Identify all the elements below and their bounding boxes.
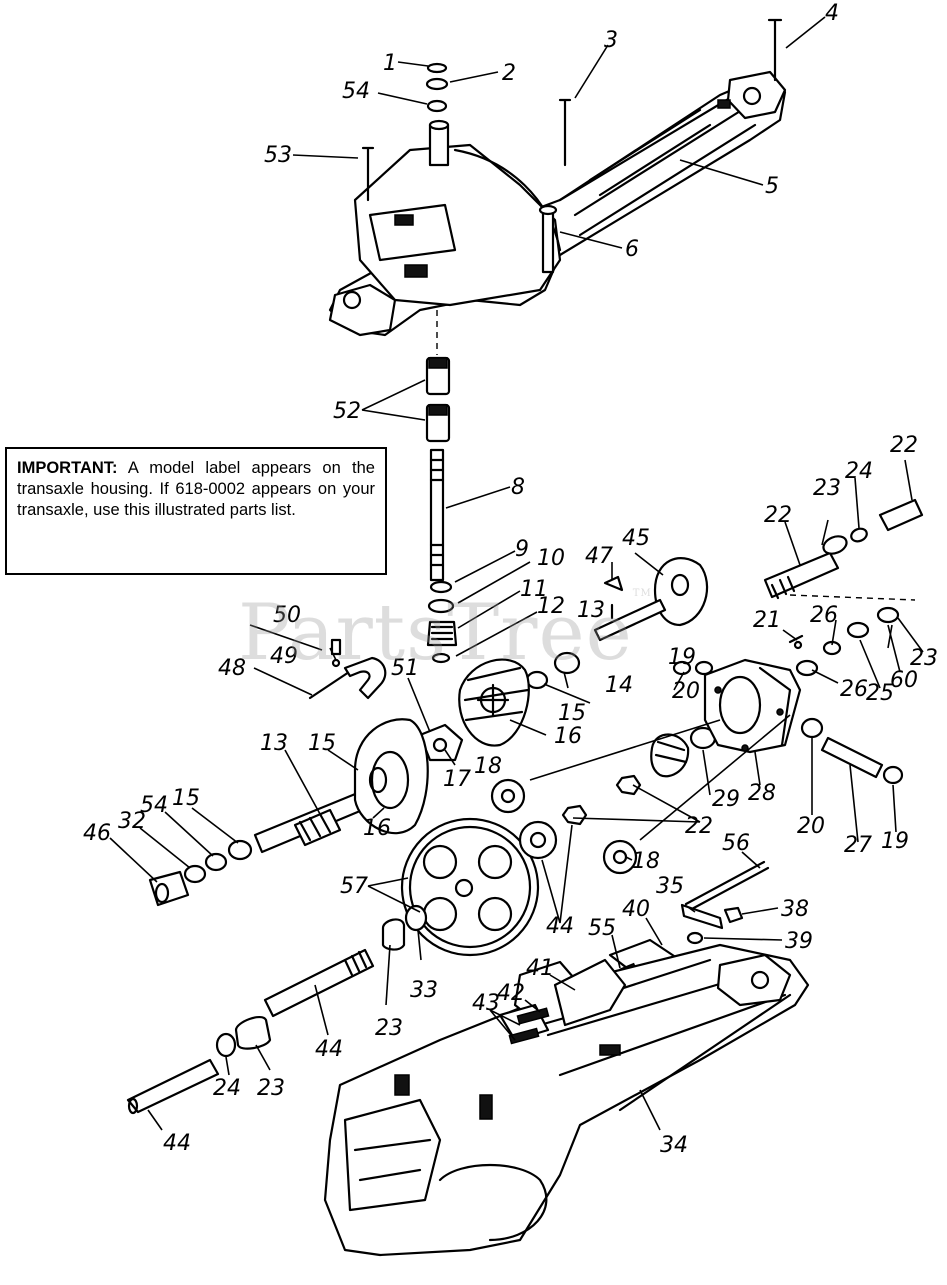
callout: 5 xyxy=(765,174,779,199)
callout: 52 xyxy=(333,399,361,424)
important-notice-box: IMPORTANT: A model label appears on the … xyxy=(5,447,387,575)
small-gears xyxy=(490,726,717,875)
callout: 21 xyxy=(753,608,781,633)
callout-numbers: 1 2 54 3 4 53 5 6 52 8 9 10 11 12 47 45 … xyxy=(83,1,938,1158)
notice-body: A model label appears on the transaxle h… xyxy=(17,459,375,519)
callout: 44 xyxy=(315,1037,343,1062)
left-output-shaft xyxy=(148,718,429,907)
callout: 2 xyxy=(502,61,516,86)
notice-lead: IMPORTANT: xyxy=(17,459,118,477)
shift-fork-group xyxy=(308,638,464,762)
callout: 39 xyxy=(785,929,813,954)
callout: 22 xyxy=(685,814,713,839)
differential-cover xyxy=(703,658,802,754)
callout: 22 xyxy=(764,503,792,528)
callout: 18 xyxy=(474,754,502,779)
callout: 50 xyxy=(273,603,301,628)
callout: 15 xyxy=(558,701,586,726)
callout: 54 xyxy=(342,79,370,104)
callout: 44 xyxy=(163,1131,191,1156)
callout: 48 xyxy=(218,656,246,681)
callout: 19 xyxy=(881,829,909,854)
callout: 44 xyxy=(546,914,574,939)
callout: 34 xyxy=(660,1133,688,1158)
callout: 14 xyxy=(605,673,633,698)
callout: 55 xyxy=(588,916,616,941)
lower-transaxle-housing xyxy=(323,943,810,1257)
callout: 28 xyxy=(748,781,776,806)
callout: 26 xyxy=(840,677,868,702)
input-shaft-stack xyxy=(425,310,458,664)
callout: 46 xyxy=(83,821,111,846)
callout: 41 xyxy=(526,956,554,981)
callout: 45 xyxy=(622,526,650,551)
callout: 16 xyxy=(554,724,582,749)
lower-shafts xyxy=(126,918,406,1115)
callout: 13 xyxy=(260,731,288,756)
callout: 20 xyxy=(797,814,825,839)
callout: 54 xyxy=(140,793,168,818)
callout: 10 xyxy=(537,546,565,571)
callout: 47 xyxy=(585,544,613,569)
callout: 24 xyxy=(213,1076,241,1101)
callout: 42 xyxy=(497,981,525,1006)
leader-lines xyxy=(109,16,924,1131)
right-axle-upper xyxy=(763,498,924,677)
callout: 1 xyxy=(383,51,397,76)
callout: 17 xyxy=(443,767,471,792)
pulley-assembly xyxy=(593,557,709,642)
callout: 43 xyxy=(472,991,500,1016)
callout: 16 xyxy=(363,816,391,841)
callout: 20 xyxy=(672,679,700,704)
center-bevel-group xyxy=(458,651,581,747)
callout: 22 xyxy=(890,433,918,458)
large-spur-gear xyxy=(400,817,540,957)
callout: 4 xyxy=(825,1,839,26)
callout: 19 xyxy=(668,645,696,670)
callout: 23 xyxy=(910,646,938,671)
callout: 23 xyxy=(375,1016,403,1041)
callout: 60 xyxy=(890,668,918,693)
callout: 56 xyxy=(722,831,750,856)
callout: 38 xyxy=(781,897,809,922)
upper-axle-housing xyxy=(328,70,787,337)
callout: 29 xyxy=(712,787,740,812)
callout: 9 xyxy=(515,537,529,562)
callout: 57 xyxy=(340,874,368,899)
callout: 6 xyxy=(625,237,639,262)
callout: 35 xyxy=(656,874,684,899)
top-hardware xyxy=(361,18,783,274)
callout: 15 xyxy=(172,786,200,811)
callout: 8 xyxy=(511,475,525,500)
callout: 18 xyxy=(632,849,660,874)
callout: 23 xyxy=(813,476,841,501)
callout: 40 xyxy=(622,897,650,922)
callout: 23 xyxy=(257,1076,285,1101)
callout: 49 xyxy=(270,644,298,669)
callout: 33 xyxy=(410,978,438,1003)
callout: 25 xyxy=(866,681,894,706)
callout: 15 xyxy=(308,731,336,756)
callout: 27 xyxy=(844,833,872,858)
callout: 12 xyxy=(537,594,565,619)
callout: 32 xyxy=(118,809,146,834)
callout: 13 xyxy=(577,598,605,623)
callout: 11 xyxy=(520,577,548,602)
callout: 26 xyxy=(810,603,838,628)
callout: 51 xyxy=(391,656,419,681)
callout: 3 xyxy=(604,28,618,53)
callout: 53 xyxy=(264,143,292,168)
callout: 24 xyxy=(845,459,873,484)
